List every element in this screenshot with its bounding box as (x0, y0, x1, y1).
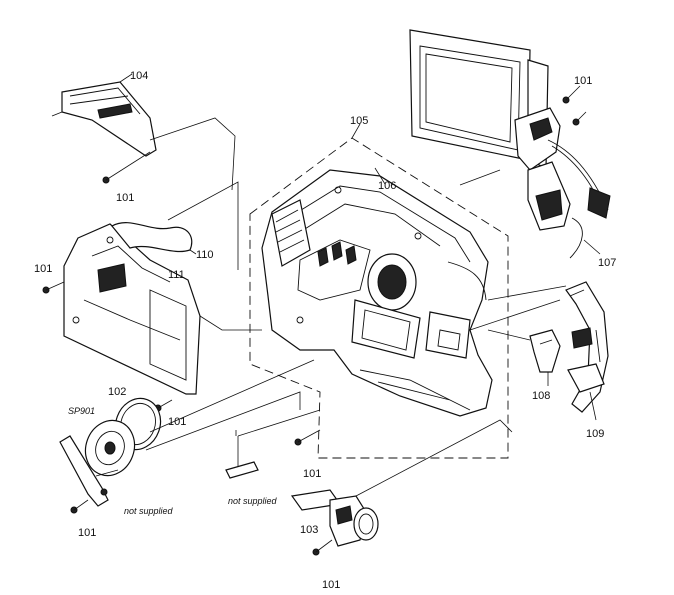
callout-101-center: 101 (303, 468, 321, 480)
main-chassis-105 (261, 169, 493, 417)
callout-101-bottom: 101 (322, 579, 340, 591)
leader-106 (374, 167, 386, 185)
callout-101-under-104: 101 (116, 192, 134, 204)
chassis-dashed-outline (249, 137, 509, 459)
callout-111: 111 (168, 269, 185, 281)
speaker-wire (59, 435, 119, 507)
callout-107: 107 (598, 257, 616, 269)
screw-101-bottom-left (70, 499, 89, 514)
leader-105 (351, 123, 361, 139)
guide-line-right (469, 285, 567, 341)
callout-108: 108 (532, 390, 550, 402)
callout-101-under-board: 101 (168, 416, 186, 428)
circuit-board-111 (63, 223, 201, 395)
part-104-cover (51, 73, 157, 157)
screw-101-left (42, 281, 65, 294)
callout-101-bottom-left: 101 (78, 527, 96, 539)
guide-line-board (167, 181, 262, 331)
callout-110: 110 (196, 249, 214, 261)
callout-103: 103 (300, 524, 318, 536)
callout-106: 106 (378, 180, 396, 192)
guide-line-speaker (145, 359, 315, 451)
part-103-bracket (290, 419, 513, 547)
callout-104: 104 (130, 70, 148, 82)
lcd-panel-assembly (409, 29, 611, 231)
callout-102: 102 (108, 386, 126, 398)
small-part-not-supplied (225, 436, 259, 479)
screw-101-center (294, 429, 321, 446)
callout-105: 105 (350, 115, 368, 127)
screw-101-bottom (312, 539, 333, 556)
part-109-bracket (565, 281, 609, 421)
note-not-supplied-left: not supplied (124, 506, 174, 516)
guide-line-104 (149, 117, 236, 191)
speaker-sp901 (84, 419, 136, 477)
callout-101-top-right: 101 (574, 75, 592, 87)
callout-101-left: 101 (34, 263, 52, 275)
screw-101-lcd (562, 85, 587, 126)
label-sp901: SP901 (68, 406, 95, 416)
part-108-bracket (529, 329, 561, 386)
guide-line-center (235, 409, 321, 437)
callout-109: 109 (586, 428, 604, 440)
screw-101-under-104 (102, 151, 151, 184)
note-not-supplied-center: not supplied (228, 496, 278, 506)
flex-cable-110 (111, 222, 197, 255)
part-107-clip (569, 217, 601, 259)
